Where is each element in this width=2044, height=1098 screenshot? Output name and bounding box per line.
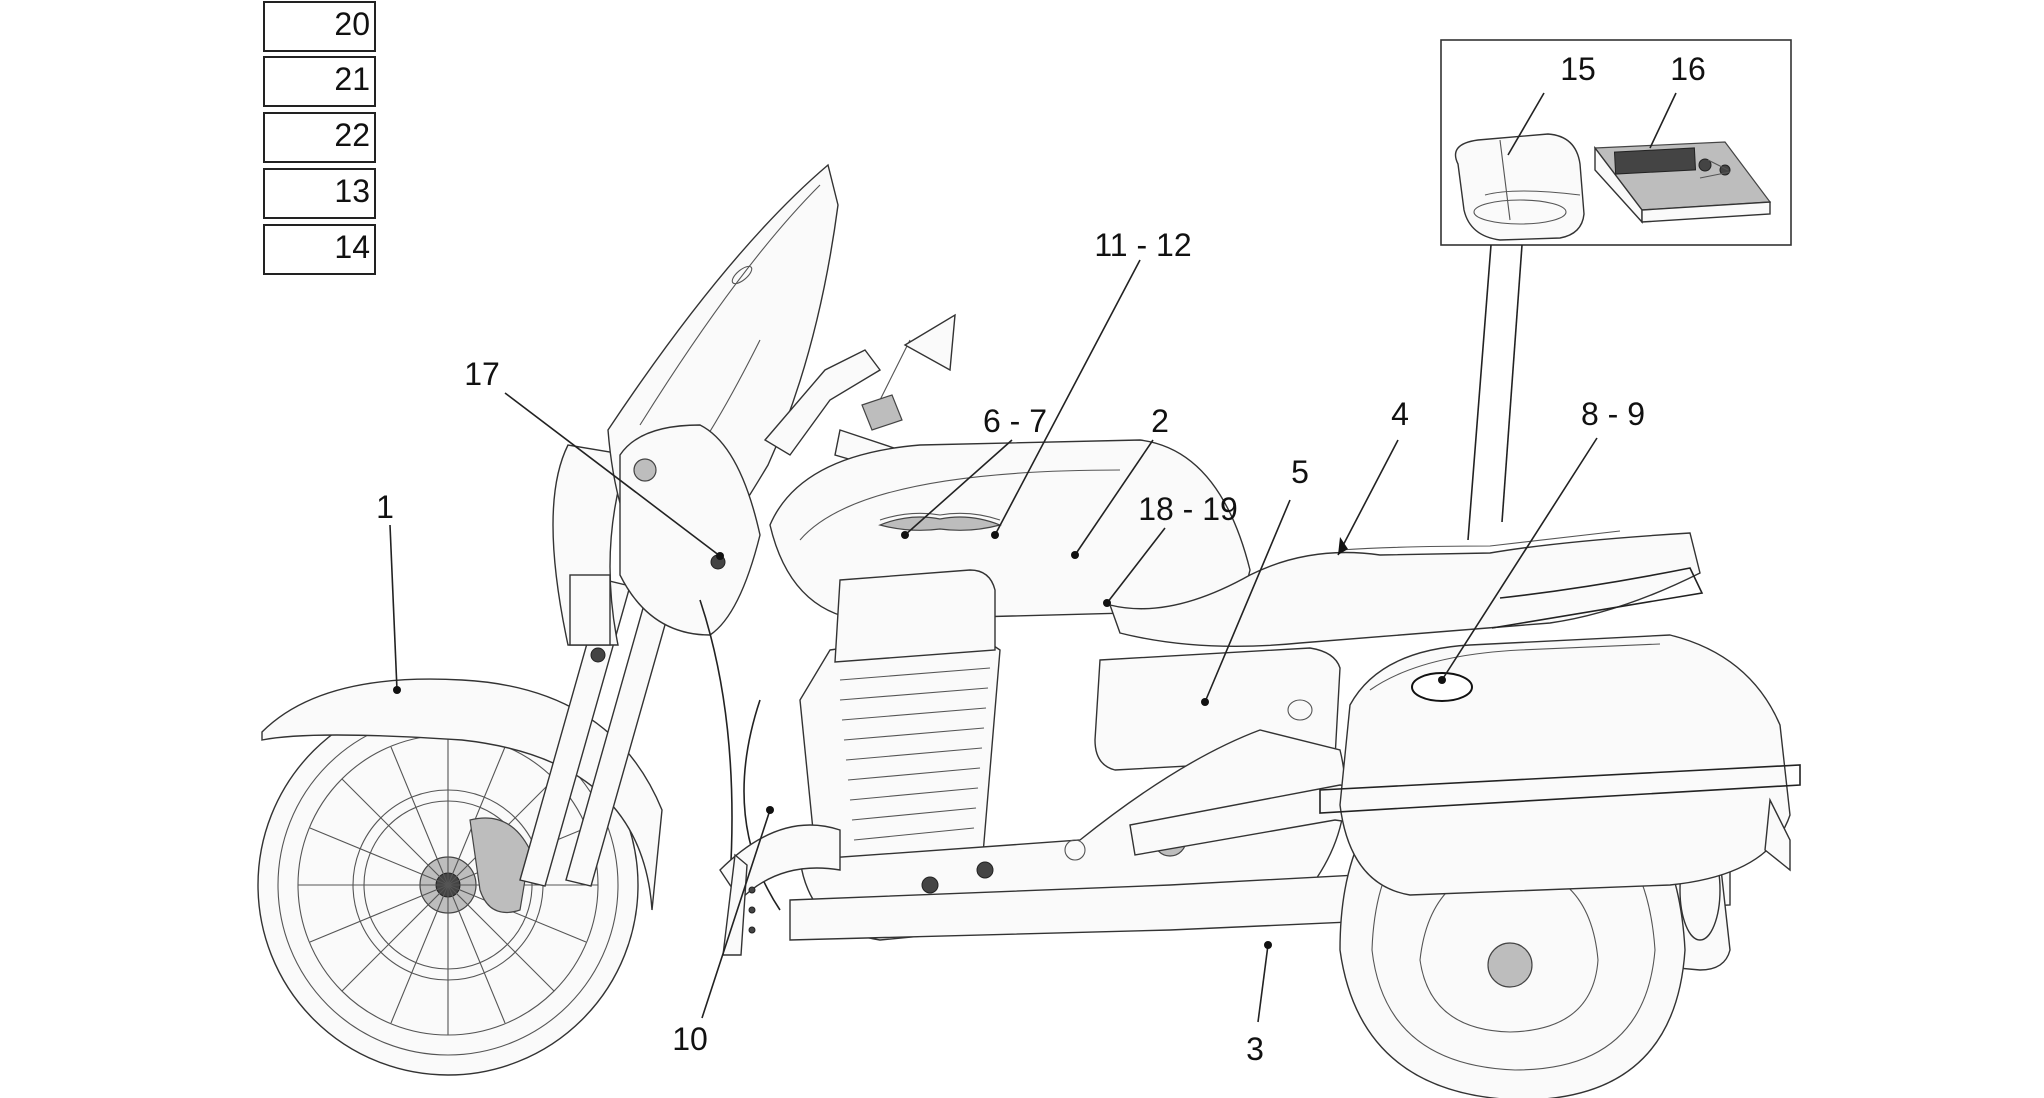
saddlebag bbox=[1339, 634, 1791, 896]
accessory-inset bbox=[1440, 39, 1792, 541]
callout-16: 16 bbox=[1670, 51, 1706, 87]
legend-box-label: 20 bbox=[334, 6, 370, 42]
manual-kit-icon bbox=[1593, 141, 1772, 224]
callout-8-9: 8 - 9 bbox=[1581, 396, 1645, 432]
callout-15: 15 bbox=[1560, 51, 1596, 87]
callout-3: 3 bbox=[1246, 1031, 1264, 1067]
callout-1: 1 bbox=[376, 489, 394, 525]
callout-10: 10 bbox=[672, 1021, 708, 1057]
fuel-tank bbox=[769, 439, 1251, 621]
legend-box-list: 20 21 22 13 14 bbox=[263, 1, 376, 275]
callout-17: 17 bbox=[464, 356, 500, 392]
legend-box-label: 14 bbox=[334, 229, 370, 265]
front-wheel bbox=[257, 694, 639, 1076]
callout-labels: 1 17 6 - 7 11 - 12 2 18 - 19 5 4 8 - 9 1… bbox=[376, 51, 1706, 1067]
legend-box: 22 bbox=[263, 112, 376, 163]
legend-box: 20 bbox=[263, 1, 376, 52]
legend-box: 14 bbox=[263, 224, 376, 275]
callout-11-12: 11 - 12 bbox=[1094, 227, 1191, 263]
callout-4: 4 bbox=[1391, 396, 1409, 432]
leader-dots bbox=[393, 531, 1446, 949]
legend-box-label: 13 bbox=[334, 173, 370, 209]
tool-pouch-icon bbox=[1454, 133, 1585, 241]
motorcycle-drawing bbox=[257, 163, 1801, 1098]
callout-5: 5 bbox=[1291, 454, 1309, 490]
front-fairing bbox=[619, 424, 761, 636]
legend-box: 13 bbox=[263, 168, 376, 219]
exhaust-header bbox=[719, 824, 841, 902]
callout-6-7: 6 - 7 bbox=[983, 403, 1047, 439]
headlight bbox=[552, 444, 629, 663]
legend-box: 21 bbox=[263, 56, 376, 107]
callout-2: 2 bbox=[1151, 403, 1169, 439]
legend-box-label: 21 bbox=[334, 61, 370, 97]
saddlebag-badge bbox=[1411, 672, 1473, 702]
legend-box-label: 22 bbox=[334, 117, 370, 153]
engine-cylinder bbox=[799, 569, 1001, 901]
leader-lines bbox=[389, 92, 1677, 1023]
callout-18-19: 18 - 19 bbox=[1138, 491, 1238, 527]
